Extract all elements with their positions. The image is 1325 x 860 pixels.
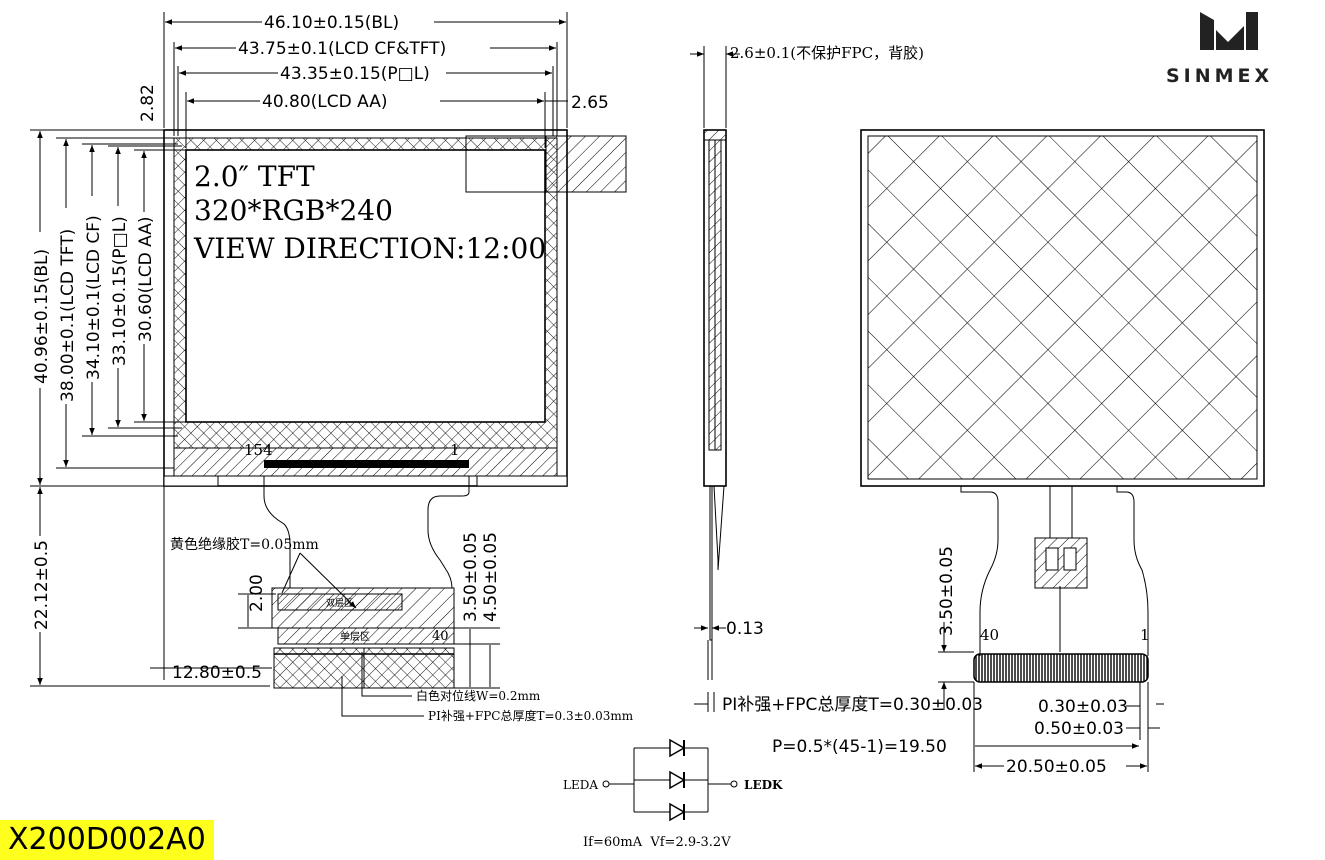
- single-layer-label: 单层区: [340, 631, 370, 643]
- back-view: 40 1 3.50±0.05 0.30±0.03 0.50±0.03 P=0.5…: [772, 129, 1265, 777]
- driver-ic: [264, 460, 469, 468]
- white-line-leader: [361, 652, 412, 697]
- connector-single-layer: [277, 627, 455, 645]
- dim-aa-height: 30.60(LCD AA): [136, 217, 156, 343]
- fpc-tab-outline: [465, 135, 547, 193]
- bottom-notch-left: [163, 475, 219, 487]
- stiffener-note: PI补强+FPC总厚度T=0.3±0.03mm: [428, 708, 634, 723]
- stiffener-leader: [341, 676, 424, 717]
- backlight-outline: [163, 129, 568, 487]
- dim-pol-height: 33.10±0.15(P□L): [110, 216, 130, 366]
- anode-terminal: [602, 780, 610, 788]
- model-number-badge: X200D002A0: [0, 820, 214, 860]
- back-dim-pad-width: 0.50±0.03: [1034, 719, 1124, 739]
- dim-bl-height: 40.96±0.15(BL): [32, 249, 52, 384]
- cathode-terminal: [730, 780, 738, 788]
- fpc-ribbon: [263, 476, 470, 589]
- back-component-1: [1045, 547, 1059, 571]
- led-anode-label: LEDA: [563, 778, 598, 792]
- brand-name: SINMEX: [1166, 65, 1273, 87]
- gold-finger-contacts: [973, 653, 1149, 683]
- back-fpc-outline: [960, 486, 1149, 656]
- logo-mark-icon: [1200, 12, 1258, 50]
- dim-4-50-front: 4.50±0.05: [481, 532, 501, 622]
- dim-aa-width: 40.80(LCD AA): [262, 92, 388, 112]
- back-dim-3-50: 3.50±0.05: [937, 546, 957, 636]
- fpc-tab-hatch: [545, 135, 627, 193]
- sinmex-logo: SINMEX: [1166, 12, 1273, 87]
- tape-leader: [299, 552, 357, 609]
- side-fpc: [709, 485, 725, 641]
- back-cross-hatch: [867, 135, 1258, 480]
- back-dim-pitch: P=0.5*(45-1)=19.50: [772, 737, 947, 757]
- pin-label-154: 154: [244, 441, 273, 459]
- double-layer-label: 双层区: [326, 598, 353, 609]
- dim-fpc-offset: 12.80±0.5: [172, 663, 262, 683]
- dim-3-50-front: 3.50±0.05: [461, 532, 481, 622]
- back-pin-1: 1: [1140, 626, 1150, 644]
- back-component-block: [1034, 537, 1088, 589]
- dim-cf-tft-width: 43.75±0.1(LCD CF&TFT): [238, 39, 446, 59]
- led-diode-1: [634, 738, 708, 758]
- back-fpc-strap: [1049, 485, 1073, 539]
- led-diode-3: [634, 802, 708, 822]
- pin-label-40-front: 40: [432, 629, 449, 644]
- white-line-note: 白色对位线W=0.2mm: [416, 688, 541, 703]
- dim-thickness: 2.6±0.1(不保护FPC，背胶): [730, 44, 924, 62]
- tape-leader-2: [281, 552, 301, 594]
- dim-bl-width: 46.10±0.15(BL): [264, 13, 399, 33]
- dim-offset-2-65: 2.65: [571, 93, 609, 113]
- front-view: 154 1 2.0″ TFT 320*RGB*240 VIEW DIRECTIO…: [30, 12, 634, 723]
- led-circuit: LEDA LEDK If=60mA Vf=2.9-3.2V: [563, 738, 783, 850]
- dim-fpc-length: 22.12±0.5: [32, 540, 52, 630]
- active-area: [185, 149, 546, 423]
- led-diode-2: [634, 770, 708, 790]
- dim-fpc-thickness: 0.13: [726, 619, 764, 639]
- back-component-2: [1063, 547, 1077, 571]
- screen-resolution-label: 320*RGB*240: [194, 194, 393, 227]
- tape-note: 黄色绝缘胶T=0.05mm: [170, 536, 319, 553]
- insulation-tape: [277, 593, 403, 611]
- ledge-hatch: [173, 447, 558, 477]
- back-dim-pin-width: 0.30±0.03: [1038, 697, 1128, 717]
- back-pin-40: 40: [980, 626, 999, 644]
- led-cathode-label: LEDK: [744, 778, 783, 792]
- screen-size-label: 2.0″ TFT: [194, 160, 315, 193]
- dim-2-00: 2.00: [247, 574, 267, 612]
- led-spec: If=60mA Vf=2.9-3.2V: [583, 835, 731, 850]
- view-direction-label: VIEW DIRECTION:12:00: [193, 232, 546, 265]
- pin-label-1: 1: [450, 441, 460, 459]
- dim-stiffener-total: PI补强+FPC总厚度T=0.30±0.03: [722, 695, 983, 715]
- dim-offset-2-82: 2.82: [138, 84, 158, 122]
- bottom-notch-right: [476, 475, 568, 487]
- side-view: 2.6±0.1(不保护FPC，背胶) 0.13 PI补强+FPC总厚度T=0.3…: [690, 44, 983, 715]
- back-dim-total-width: 20.50±0.05: [1006, 757, 1107, 777]
- dim-pol-width: 43.35±0.15(P□L): [280, 64, 430, 84]
- dim-cf-height: 34.10±0.1(LCD CF): [84, 215, 104, 380]
- side-top-cap: [703, 129, 727, 141]
- dim-tft-height: 38.00±0.1(LCD TFT): [58, 229, 78, 402]
